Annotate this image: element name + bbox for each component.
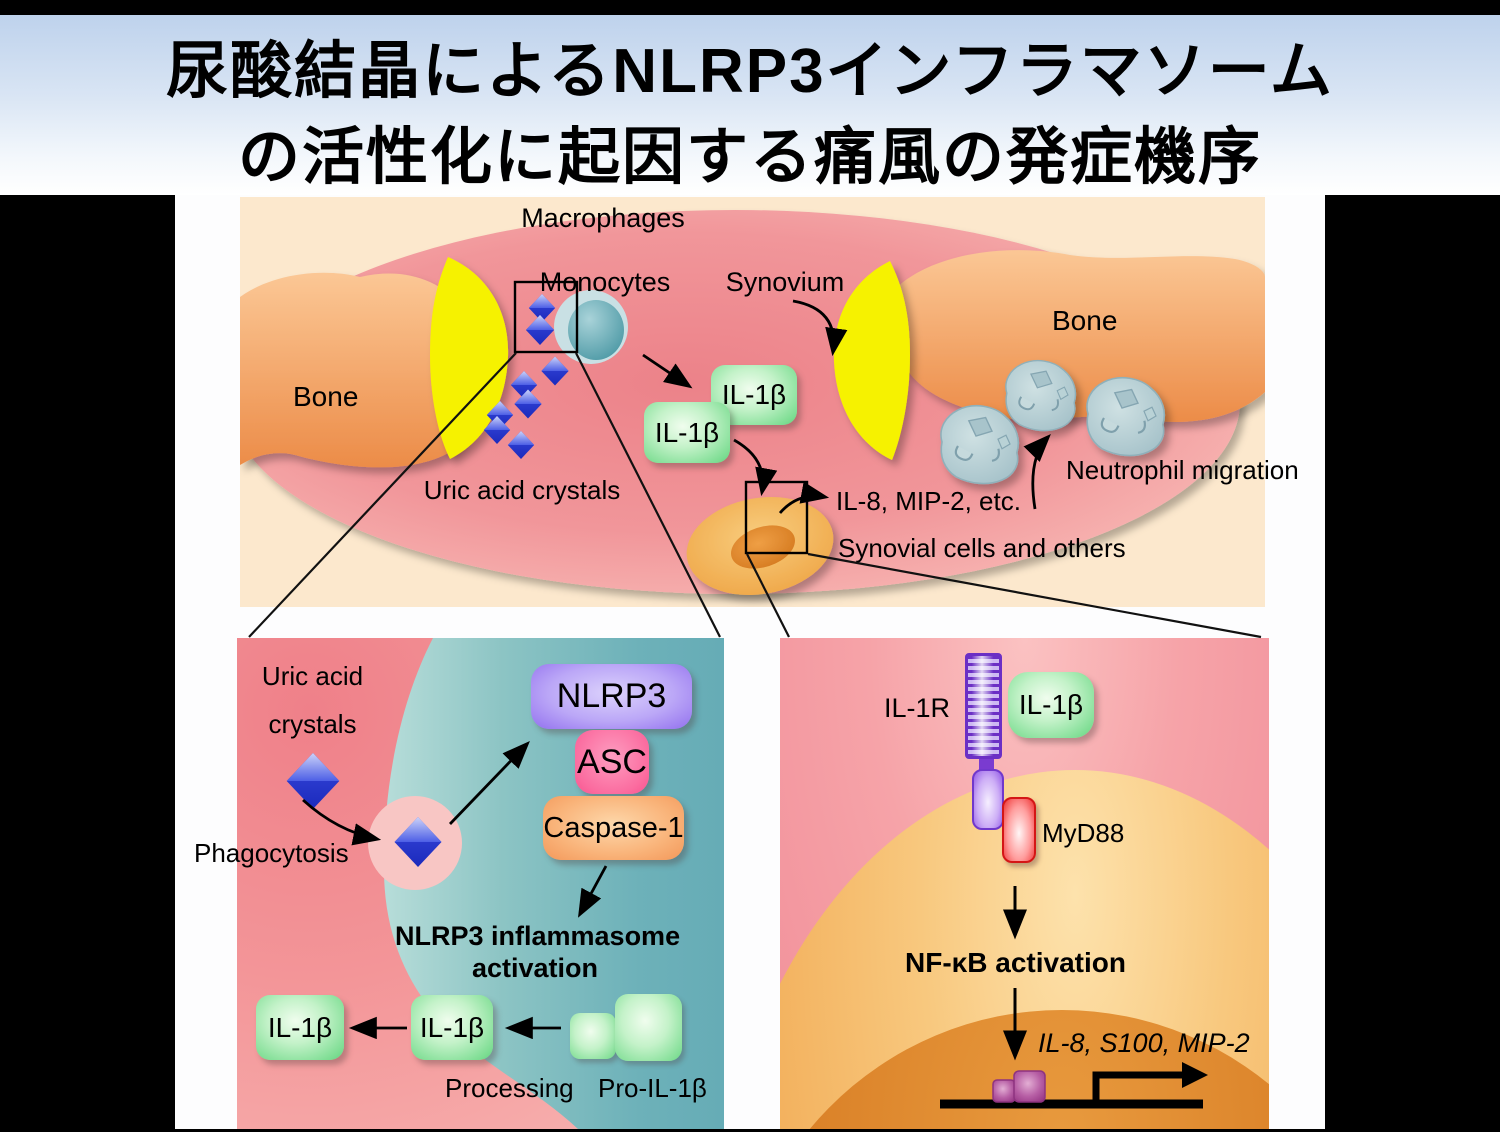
uric-acid-crystals-label: Uric acid crystals — [423, 475, 621, 505]
nlrp3-box: NLRP3 — [531, 664, 692, 729]
asc-box: ASC — [575, 730, 649, 794]
uric-acid-label-line2: crystals — [268, 709, 357, 739]
arrow-to-il8-mip2 — [778, 481, 830, 514]
il1b-secreted-label: IL-1β — [267, 1011, 333, 1043]
nlrp3-box-label: NLRP3 — [556, 677, 667, 715]
pro-il1b-large-square — [615, 994, 682, 1061]
il1b-ligand-label: IL-1β — [1018, 689, 1084, 720]
gene-promoter-diagram — [940, 1062, 1208, 1109]
uric-acid-label-line1: Uric acid — [261, 661, 364, 691]
caspase1-box-label: Caspase-1 — [543, 811, 684, 844]
macrophages-label: Macrophages — [521, 203, 685, 233]
il8-mip2-label: IL-8, MIP-2, etc. — [836, 486, 1021, 516]
il1b-processed-box: IL-1β — [411, 995, 493, 1060]
arrow-neutrophil-migration — [1023, 433, 1051, 510]
uric-acid-crystal-icon — [286, 753, 340, 809]
il1r-label: IL-1R — [883, 693, 951, 723]
nfkb-activation-label: NF-κB activation — [905, 947, 1126, 978]
processing-label: Processing — [445, 1073, 574, 1103]
il1b-box-lower-label: IL-1β — [654, 416, 720, 448]
title-line-1: 尿酸結晶によるNLRP3インフラマソーム — [166, 37, 1334, 106]
arrow-synovium-pointer — [792, 299, 848, 357]
il1r-intracellular-domain — [972, 769, 1004, 830]
arrow-to-nlrp3 — [448, 740, 530, 825]
monocytes-label: Monocytes — [539, 267, 671, 297]
bone-left-label: Bone — [293, 381, 359, 412]
target-genes-label: IL-8, S100, MIP-2 — [1038, 1028, 1250, 1058]
signaling-illustration — [940, 886, 1208, 1109]
myd88-molecule — [1002, 797, 1036, 863]
phagocytosis-label: Phagocytosis — [194, 838, 349, 868]
bone-right-shape — [890, 250, 1265, 422]
caspase1-box: Caspase-1 — [543, 796, 684, 860]
il1b-processed-label: IL-1β — [419, 1011, 485, 1043]
arrow-phagocytosis — [302, 798, 382, 846]
cartilage-right-shape — [833, 261, 910, 460]
il1r-receptor-ectodomain — [965, 653, 1002, 759]
transcription-factor-large — [1013, 1070, 1046, 1103]
promoter-arrowhead — [1182, 1062, 1208, 1088]
joint-overview-panel: Macrophages Monocytes Synovium Bone Bone… — [240, 197, 1299, 607]
title-line-2: の活性化に起因する痛風の発症機序 — [237, 122, 1262, 192]
transcription-factor-small — [992, 1079, 1016, 1103]
zoom-rectangle-crystals — [513, 280, 579, 354]
il1b-ligand-box: IL-1β — [1008, 672, 1094, 738]
activation-label-line1: NLRP3 inflammasome — [395, 921, 681, 951]
il1b-box-upper-label: IL-1β — [721, 379, 787, 410]
title-banner: 尿酸結晶によるNLRP3インフラマソーム の活性化に起因する痛風の発症機序 — [0, 15, 1500, 195]
bone-right-label: Bone — [1052, 305, 1118, 336]
arrow-caspase-to-activation — [577, 865, 608, 918]
nfkb-signaling-panel: IL-1β IL-1R MyD88 NF-κB activation IL-8,… — [780, 638, 1269, 1129]
activation-label-line2: activation — [471, 953, 599, 983]
inflammasome-panel: Uric acid crystals Phagocytosis NLRP3 in… — [194, 638, 724, 1129]
il1b-secreted-box: IL-1β — [256, 995, 344, 1060]
pro-il1b-small-square — [570, 1013, 616, 1059]
monocyte-cell — [554, 290, 628, 364]
neutrophil-migration-label: Neutrophil migration — [1066, 455, 1299, 485]
synovium-label: Synovium — [725, 267, 845, 297]
synovial-cells-label: Synovial cells and others — [838, 533, 1126, 563]
pro-il1b-label: Pro-IL-1β — [598, 1073, 707, 1103]
myd88-label: MyD88 — [1042, 818, 1125, 848]
il1b-box-lower: IL-1β — [644, 402, 730, 463]
asc-box-label: ASC — [577, 742, 647, 781]
promoter-arrow — [1092, 1071, 1184, 1104]
il1r-transmembrane-segment — [979, 759, 994, 772]
arrow-il1b-to-synovial-cell — [733, 438, 778, 497]
